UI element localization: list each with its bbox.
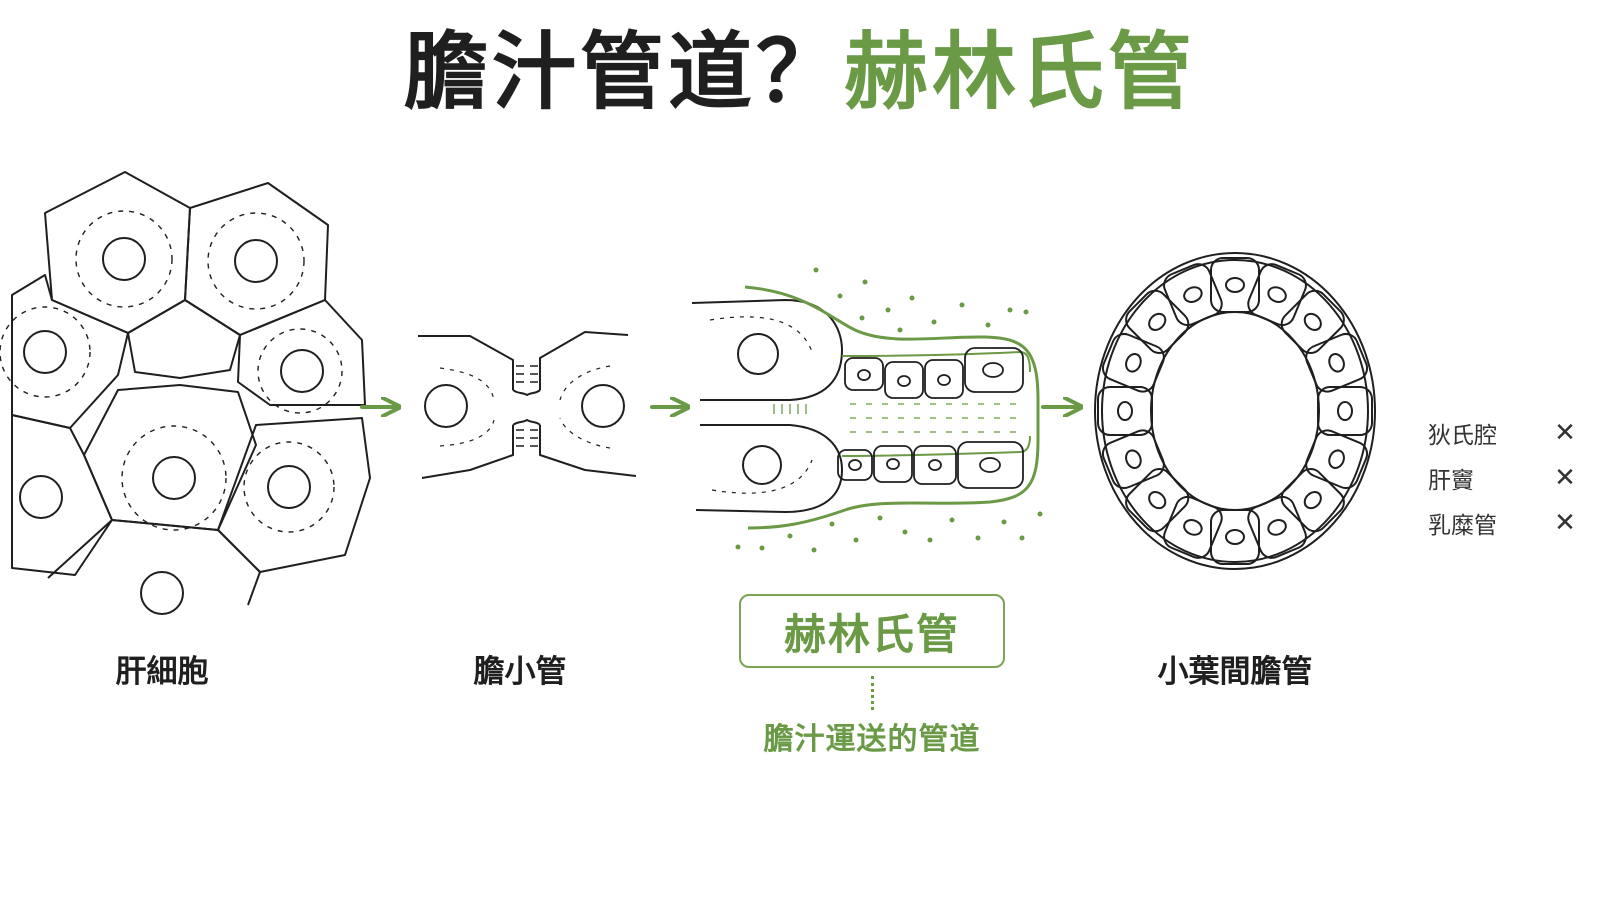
close-x-icon: ✕ xyxy=(1554,507,1576,538)
canaliculus-right-cell xyxy=(539,331,637,477)
hepatocyte-cell xyxy=(127,299,241,379)
hepatocyte-cluster xyxy=(0,171,371,615)
title-answer: 赫林氏管 xyxy=(844,23,1197,121)
duct-outer-wall xyxy=(1094,252,1376,570)
duct-cell xyxy=(1163,263,1223,327)
distractor-item: 狄氏腔 ✕ xyxy=(1428,410,1578,455)
hepatocyte-cell xyxy=(217,417,371,573)
canaliculus-left-cell xyxy=(418,335,514,479)
hepatocyte-cell xyxy=(47,519,261,606)
duct-cell xyxy=(1163,495,1223,559)
duct-cell xyxy=(1317,386,1373,436)
label-interlobular-duct: 小葉間膽管 xyxy=(1157,654,1313,690)
duct-cell xyxy=(1247,495,1307,559)
distractor-label: 肝竇 xyxy=(1428,467,1474,494)
canaliculus-gap-bottom xyxy=(512,419,541,426)
title-question: 膽汁管道？ xyxy=(403,23,844,121)
duct-cell xyxy=(1101,429,1165,490)
close-x-icon: ✕ xyxy=(1554,417,1576,448)
dotted-connector xyxy=(871,676,874,710)
hepatocyte-cell xyxy=(237,299,366,406)
label-hepatocyte: 肝細胞 xyxy=(115,654,209,690)
duct-cell xyxy=(1210,509,1260,565)
hepatocyte-cell xyxy=(184,182,329,336)
distractor-label: 狄氏腔 xyxy=(1428,422,1497,449)
distractor-list: 狄氏腔 ✕ 肝竇 ✕ 乳糜管 ✕ xyxy=(1428,410,1578,545)
hering-hepatocyte-top xyxy=(691,299,843,401)
hering-hepatocyte-bottom xyxy=(695,424,843,513)
page-title: 膽汁管道？赫林氏管 xyxy=(0,22,1600,122)
duct-cell xyxy=(1305,332,1369,393)
distractor-item: 乳糜管 ✕ xyxy=(1428,500,1578,545)
duct-inner-outline xyxy=(1101,259,1369,563)
duct-cell xyxy=(1097,386,1153,436)
close-x-icon: ✕ xyxy=(1554,462,1576,493)
duct-cell xyxy=(1247,263,1307,327)
canal-caption: 膽汁運送的管道 xyxy=(763,722,981,757)
hering-outer-wall xyxy=(744,285,1040,530)
canaliculus-illustration xyxy=(418,331,637,479)
duct-cell xyxy=(1125,289,1190,354)
distractor-label: 乳糜管 xyxy=(1428,512,1497,539)
label-canaliculus: 膽小管 xyxy=(473,654,567,690)
duct-cell xyxy=(1280,468,1345,533)
duct-cell xyxy=(1210,257,1260,313)
canaliculus-gap-top xyxy=(512,389,541,396)
canal-of-hering-box: 赫林氏管 xyxy=(739,594,1005,668)
canal-of-hering-illustration xyxy=(691,267,1043,553)
interlobular-duct-illustration xyxy=(1094,252,1376,570)
distractor-item: 肝竇 ✕ xyxy=(1428,455,1578,500)
